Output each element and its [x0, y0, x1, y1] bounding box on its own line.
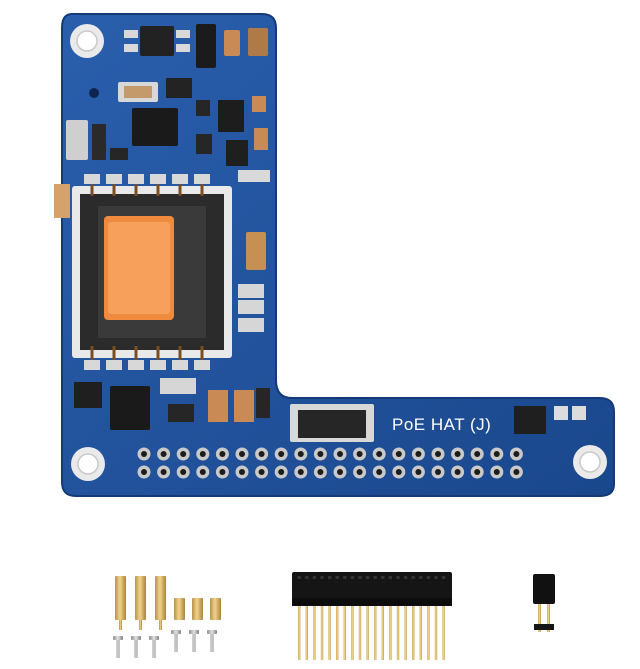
standoff-long — [155, 576, 166, 630]
header-pin — [351, 606, 354, 660]
gpio-pad — [294, 447, 308, 461]
gpio-pad — [431, 465, 445, 479]
gpio-header-pads — [137, 447, 523, 479]
gpio-pad — [274, 465, 288, 479]
smd-components-top — [54, 24, 270, 332]
gpio-pad — [157, 447, 171, 461]
header-pin — [298, 606, 301, 660]
gpio-pad — [451, 465, 465, 479]
header-pin — [336, 606, 339, 660]
standoff-long — [135, 576, 146, 630]
gpio-pad — [353, 465, 367, 479]
smd-components-bottom — [74, 378, 586, 442]
gpio-pad — [255, 447, 269, 461]
gpio-pad — [333, 447, 347, 461]
mounting-hole — [70, 24, 104, 58]
gpio-pad — [215, 465, 229, 479]
gpio-pad — [372, 447, 386, 461]
screws — [113, 630, 217, 658]
board-label: PoE HAT (J) — [392, 415, 491, 434]
header-pin — [358, 606, 362, 660]
accessories — [113, 572, 555, 660]
gpio-pad — [313, 465, 327, 479]
header-pins — [297, 576, 446, 660]
header-pin — [442, 606, 445, 660]
header-pin — [404, 606, 407, 660]
gpio-pad — [490, 447, 504, 461]
gpio-pad — [353, 447, 367, 461]
brass-standoffs-long — [115, 576, 166, 630]
gpio-pad — [274, 447, 288, 461]
gpio-pad — [509, 447, 523, 461]
screw — [189, 630, 199, 652]
header-pin — [320, 606, 324, 660]
gpio-pad — [451, 447, 465, 461]
gpio-pad — [294, 465, 308, 479]
gpio-pad — [196, 465, 210, 479]
gpio-pad — [235, 447, 249, 461]
header-pin — [412, 606, 415, 660]
header-pin — [434, 606, 438, 660]
header-pin — [427, 606, 430, 660]
header-pin — [313, 606, 316, 660]
screw — [171, 630, 181, 652]
gpio-pad — [372, 465, 386, 479]
gpio-pad — [255, 465, 269, 479]
gpio-pad — [490, 465, 504, 479]
screw — [207, 630, 217, 652]
standoff-long — [115, 576, 126, 630]
gpio-pad — [392, 465, 406, 479]
mounting-hole — [573, 445, 607, 479]
gpio-pad — [333, 465, 347, 479]
jumper-cap — [533, 574, 555, 632]
screw — [113, 636, 123, 658]
standoff-short — [192, 598, 203, 620]
gpio-pad — [137, 447, 151, 461]
screw — [149, 636, 159, 658]
gpio-pad — [411, 465, 425, 479]
gpio-pad — [157, 465, 171, 479]
gpio-pad — [470, 447, 484, 461]
mounting-hole — [71, 447, 105, 481]
header-pin — [389, 606, 392, 660]
gpio-pad — [509, 465, 523, 479]
gpio-pad — [411, 447, 425, 461]
header-pin — [328, 606, 331, 660]
gpio-pad — [196, 447, 210, 461]
via-hole — [89, 88, 99, 98]
standoff-short — [174, 598, 185, 620]
header-pin — [419, 606, 422, 660]
gpio-pad — [137, 465, 151, 479]
gpio-pad — [235, 465, 249, 479]
screw — [131, 636, 141, 658]
gpio-pad — [313, 447, 327, 461]
brass-standoffs-short — [174, 598, 221, 620]
stacking-header — [292, 572, 452, 660]
header-pin — [305, 606, 308, 660]
header-pin — [396, 606, 400, 660]
header-pin — [381, 606, 384, 660]
transformer — [72, 174, 232, 370]
gpio-pad — [176, 447, 190, 461]
header-pin — [366, 606, 369, 660]
gpio-pad — [431, 447, 445, 461]
gpio-pad — [215, 447, 229, 461]
gpio-pad — [176, 465, 190, 479]
header-pin — [374, 606, 377, 660]
standoff-short — [210, 598, 221, 620]
pcb-board: PoE HAT (J) — [54, 13, 615, 497]
header-pin — [343, 606, 346, 660]
gpio-pad — [392, 447, 406, 461]
gpio-pad — [470, 465, 484, 479]
